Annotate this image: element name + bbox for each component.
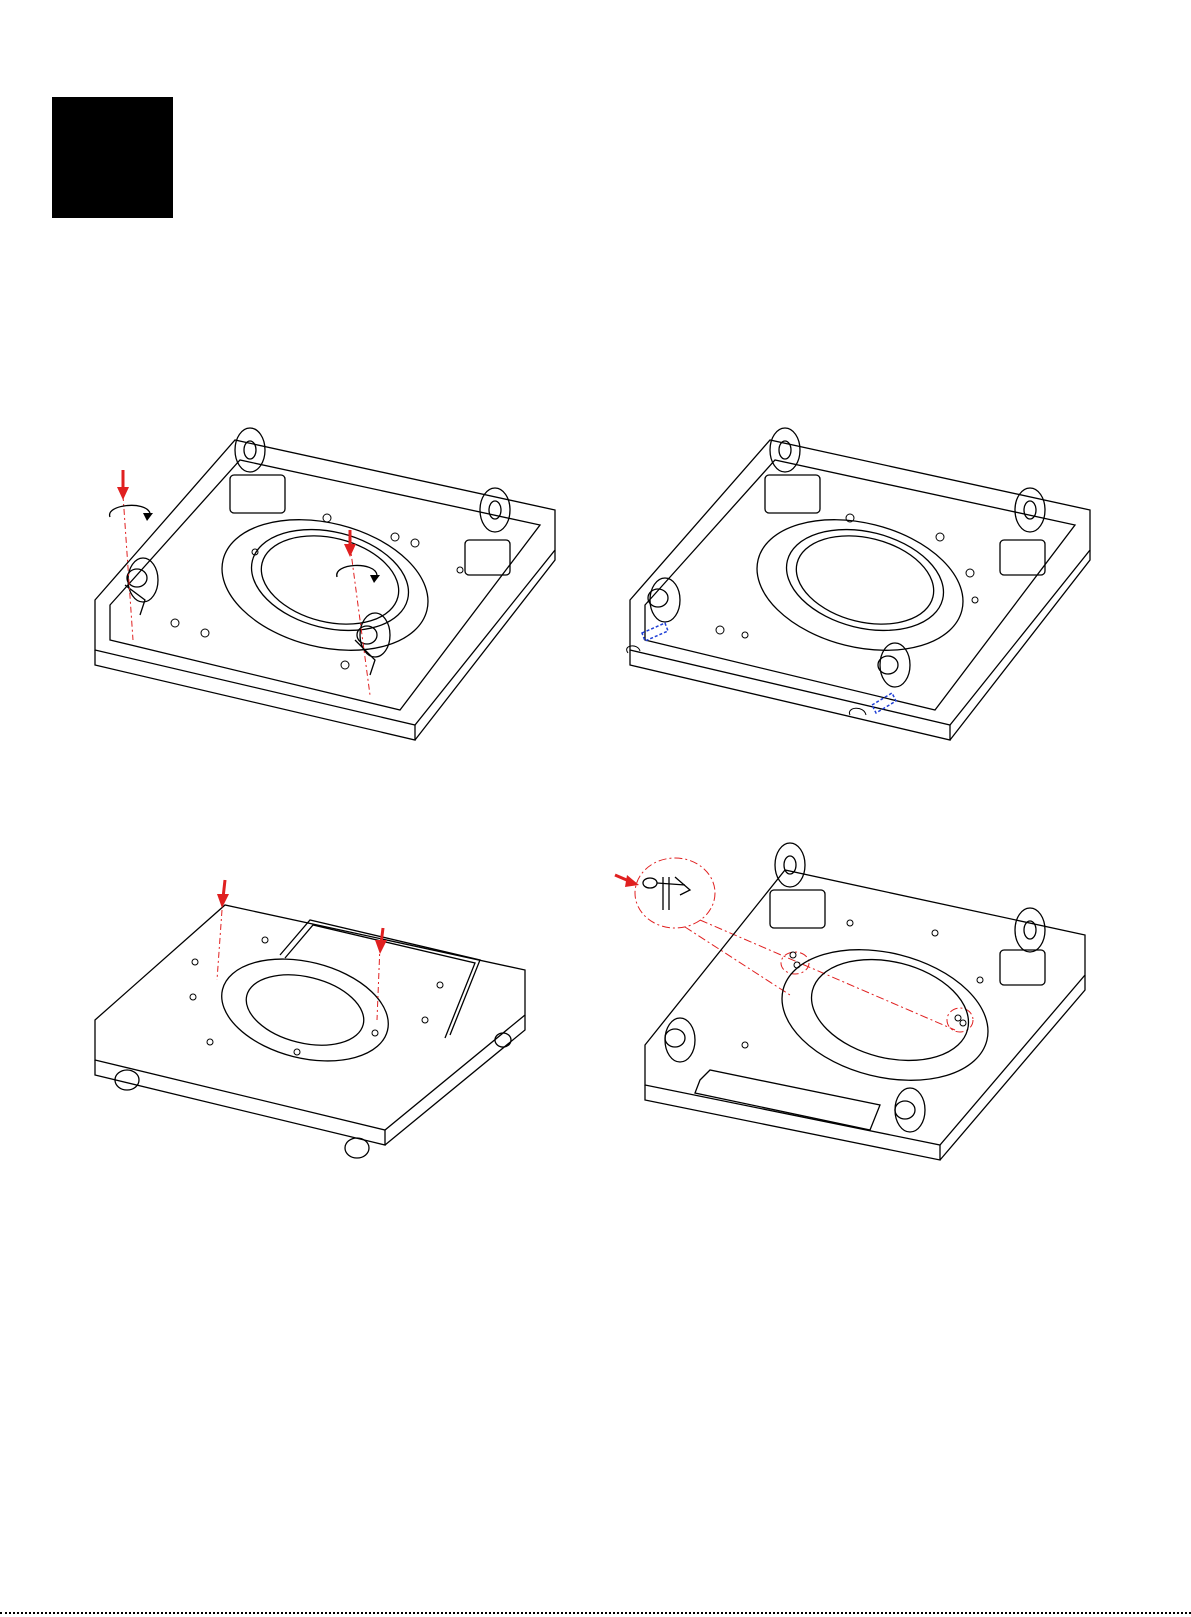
- caster-wheel-icon: [465, 488, 510, 575]
- caster-wheel-icon: [355, 613, 390, 675]
- red-arrow-icon: [217, 880, 229, 908]
- panel-2-drawing: [620, 425, 1110, 750]
- red-arrow-icon: [615, 875, 639, 887]
- center-opening: [743, 499, 977, 670]
- panel-3-drawing: [85, 880, 545, 1170]
- caster-wheel-icon: [1000, 908, 1045, 985]
- center-opening: [208, 499, 442, 670]
- handle-bar-icon: [280, 920, 480, 1038]
- caster-wheel-icon: [895, 1088, 925, 1132]
- lock-pin-icon: [642, 623, 896, 713]
- caster-wheel-icon: [1000, 488, 1045, 575]
- center-opening: [768, 929, 1002, 1100]
- detail-callout-circle: [635, 858, 973, 1032]
- panel-4-drawing: [615, 855, 1115, 1185]
- panel-1-drawing: [85, 425, 575, 745]
- wheel-icon: [115, 1033, 511, 1158]
- step-number-badge: [52, 97, 173, 218]
- base-top-outline: [95, 905, 525, 1145]
- diagram-panel-1: [85, 425, 575, 745]
- caster-wheel-icon: [125, 558, 158, 615]
- red-guide-lines: [217, 910, 380, 1020]
- red-arrow-icon: [117, 470, 129, 500]
- bolt-icon: [171, 514, 463, 669]
- diagram-panel-4: [615, 855, 1115, 1185]
- rotate-arrow-icon: [110, 505, 153, 521]
- caster-wheel-icon: [665, 1018, 695, 1062]
- caster-wheel-icon: [770, 843, 825, 928]
- handle-bar-icon: [695, 1070, 880, 1130]
- caster-wheel-icon: [878, 643, 910, 687]
- spring-pin-icon: [643, 877, 690, 910]
- diagram-panel-3: [85, 880, 545, 1170]
- bolt-icon: [190, 937, 443, 1055]
- diagram-panel-2: [620, 425, 1110, 750]
- base-tray-outline: [645, 870, 1085, 1160]
- bolt-icon: [716, 514, 978, 638]
- base-tray-outline: [95, 440, 555, 740]
- rotate-arrow-icon: [337, 565, 380, 583]
- page-bottom-rule: [0, 1612, 1191, 1614]
- center-opening: [211, 943, 399, 1077]
- screw-icon: [742, 920, 983, 1048]
- rotate-arrow-icon: [627, 646, 866, 715]
- base-tray-outline: [630, 440, 1090, 740]
- red-arrow-icon: [375, 928, 387, 954]
